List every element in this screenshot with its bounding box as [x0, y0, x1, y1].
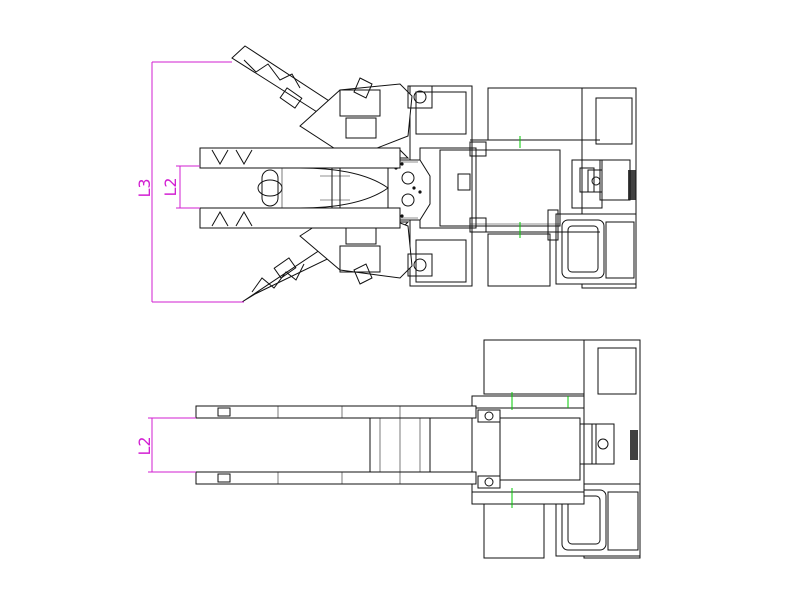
inner-jaws-top	[199, 147, 401, 229]
l2-label-bottom: L2	[135, 436, 154, 455]
upper-outer-arm	[231, 45, 433, 153]
l3-label: L3	[135, 178, 154, 197]
chassis-frame-bottom	[471, 392, 597, 508]
l2-label-top: L2	[161, 177, 180, 196]
dimension-l3: L3	[135, 61, 244, 303]
retracted-rails	[195, 405, 477, 485]
dimension-l2-bottom: L2	[135, 417, 196, 473]
dimension-l2-top: L2	[161, 165, 200, 209]
top-view-expanded: L3 L2	[135, 45, 637, 303]
top-view-retracted: L2	[135, 339, 641, 559]
upper-track-bottom	[483, 339, 585, 395]
upper-track-top	[487, 87, 589, 141]
lower-track-top	[487, 233, 551, 287]
lower-track-bottom	[483, 503, 545, 559]
machine-body-top	[547, 87, 637, 289]
chassis-frame-top	[409, 85, 603, 287]
